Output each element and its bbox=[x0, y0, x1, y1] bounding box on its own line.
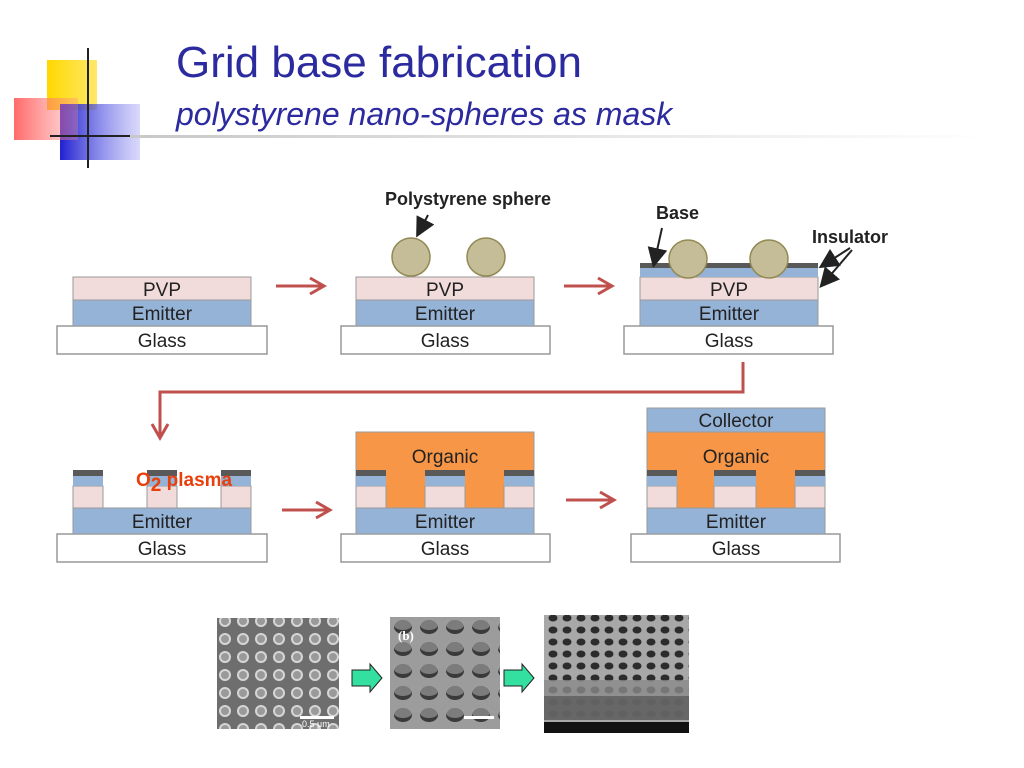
polystyrene-sphere bbox=[391, 237, 431, 277]
organic-label: Organic bbox=[412, 447, 479, 468]
glass-label: Glass bbox=[421, 331, 470, 352]
sem-image-device bbox=[544, 615, 689, 733]
arrow-right bbox=[276, 276, 328, 296]
stack-step-3: PVP Emitter Glass Base Insulator bbox=[623, 203, 888, 355]
emitter-label: Emitter bbox=[706, 512, 767, 533]
arrow-right bbox=[564, 276, 616, 296]
arrow-right bbox=[566, 490, 618, 510]
sem-image-holes: (b) bbox=[390, 617, 500, 729]
pvp-label: PVP bbox=[426, 280, 464, 301]
slide-subtitle: polystyrene nano-spheres as mask bbox=[176, 96, 673, 132]
glass-label: Glass bbox=[712, 539, 761, 560]
scale-bar-label: 0.5 μm bbox=[302, 719, 330, 729]
logo-decoration bbox=[14, 48, 140, 168]
sem-image-spheres: 0.5 μm bbox=[217, 618, 339, 729]
emitter-label: Emitter bbox=[415, 304, 476, 325]
polystyrene-sphere bbox=[668, 239, 708, 279]
pvp-label: PVP bbox=[143, 280, 181, 301]
green-arrow bbox=[351, 662, 383, 694]
base-callout: Base bbox=[656, 203, 699, 223]
emitter-label: Emitter bbox=[132, 304, 193, 325]
insulator-callout: Insulator bbox=[812, 227, 888, 247]
polystyrene-sphere bbox=[466, 237, 506, 277]
emitter-label: Emitter bbox=[699, 304, 760, 325]
glass-label: Glass bbox=[421, 539, 470, 560]
organic-label: Organic bbox=[703, 447, 770, 468]
glass-label: Glass bbox=[705, 331, 754, 352]
emitter-label: Emitter bbox=[132, 512, 193, 533]
stack-step-1: PVP Emitter Glass bbox=[56, 276, 268, 355]
sphere-callout: Polystyrene sphere bbox=[385, 189, 551, 209]
glass-label: Glass bbox=[138, 331, 187, 352]
green-arrow bbox=[503, 662, 535, 694]
collector-label: Collector bbox=[699, 411, 775, 432]
pvp-label: PVP bbox=[710, 280, 748, 301]
arrow-right bbox=[282, 500, 334, 520]
panel-label: (b) bbox=[398, 628, 414, 643]
glass-label: Glass bbox=[138, 539, 187, 560]
polystyrene-sphere bbox=[749, 239, 789, 279]
connector-arrow bbox=[150, 362, 745, 442]
stack-step-5: Organic Emitter Glass bbox=[340, 431, 551, 563]
o2-plasma-label: O2 plasma bbox=[136, 470, 233, 496]
stack-step-6: Collector Organic Emitter Glass bbox=[630, 407, 841, 563]
title-underline bbox=[130, 135, 990, 138]
emitter-label: Emitter bbox=[415, 512, 476, 533]
slide-title: Grid base fabrication bbox=[176, 38, 582, 87]
stack-step-2: PVP Emitter Glass Polystyrene sphere bbox=[340, 189, 551, 355]
stack-step-4: Emitter Glass O2 plasma bbox=[56, 470, 268, 563]
